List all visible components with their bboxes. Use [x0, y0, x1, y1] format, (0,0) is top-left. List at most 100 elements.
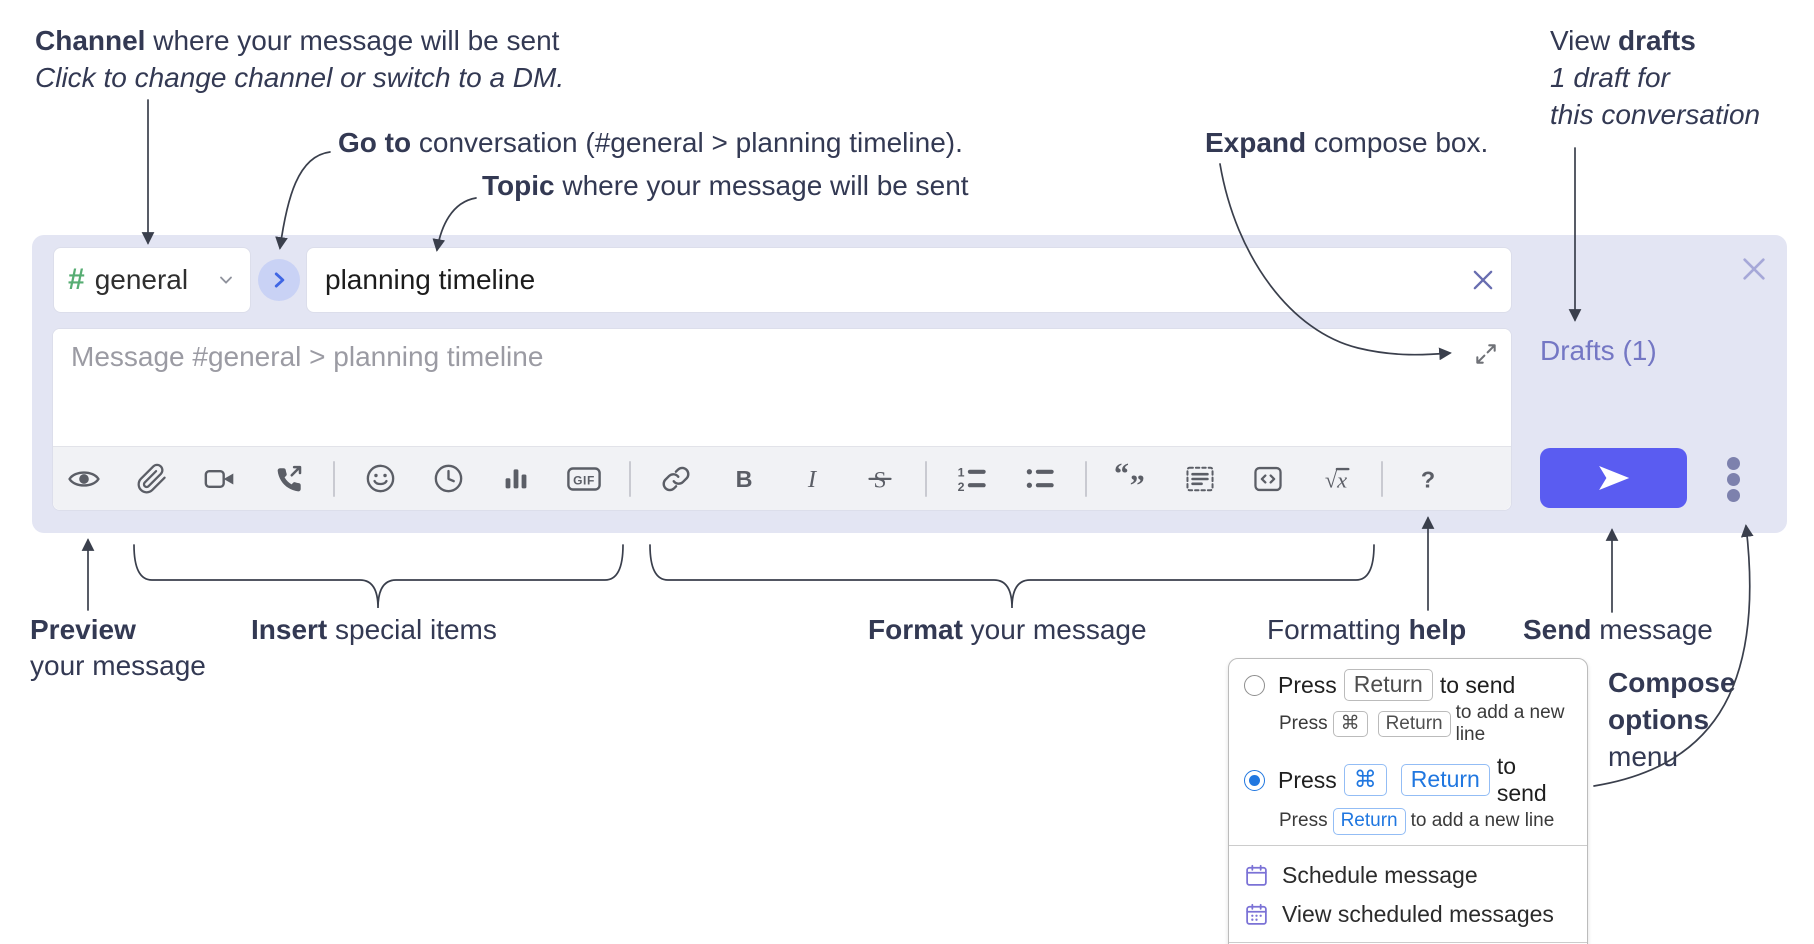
annotation-view-drafts: View drafts 1 draft for this conversatio… — [1550, 25, 1761, 130]
radio-unselected-icon[interactable] — [1244, 674, 1265, 696]
message-input[interactable] — [53, 329, 1511, 445]
poll-button[interactable] — [493, 456, 539, 502]
compose-toolbar: GIF B I — [53, 446, 1511, 510]
ellipsis-dot — [1726, 488, 1740, 502]
topic-input[interactable] — [307, 248, 1511, 312]
compose-options-button[interactable] — [1710, 451, 1756, 507]
math-icon: √x — [1325, 467, 1350, 492]
svg-text:”: ” — [1130, 468, 1145, 496]
menu-divider — [1229, 941, 1587, 943]
link-icon — [662, 466, 690, 491]
message-box: GIF B I — [52, 328, 1512, 511]
channel-name: general — [94, 264, 189, 295]
numbered-list-button[interactable]: 1 2 — [949, 456, 995, 502]
label-compose-options: Compose options menu — [1608, 667, 1736, 772]
spoiler-icon — [1186, 466, 1214, 491]
kbd-return: Return — [1332, 808, 1406, 835]
math-button[interactable]: √x — [1313, 456, 1359, 502]
send-shortcut-options: Press Return to send Press ⌘ Return to a… — [1229, 659, 1587, 845]
numbered-list-icon: 1 2 — [957, 465, 986, 494]
preview-message-button[interactable] — [61, 456, 107, 502]
svg-text:B: B — [736, 465, 753, 491]
clock-icon — [434, 464, 462, 493]
menu-item-schedule-message[interactable]: Schedule message — [1244, 856, 1572, 895]
paper-plane-icon — [1598, 465, 1629, 491]
strikethrough-button[interactable]: S — [857, 456, 903, 502]
compose-box: # general — [32, 235, 1787, 533]
menu-item-view-scheduled[interactable]: View scheduled messages — [1244, 895, 1572, 934]
chevron-down-icon — [216, 270, 236, 290]
option-return-to-send[interactable]: Press Return to send — [1244, 669, 1572, 701]
code-icon — [1254, 466, 1282, 491]
toolbar-separator — [1085, 460, 1087, 497]
option-cmd-return-to-send[interactable]: Press ⌘ Return to send — [1244, 753, 1572, 807]
bold-button[interactable]: B — [721, 456, 767, 502]
kbd-return: Return — [1400, 764, 1490, 796]
label-insert: Insert special items — [251, 614, 497, 645]
time-button[interactable] — [425, 456, 471, 502]
schedule-section: Schedule message View scheduled messages — [1229, 846, 1587, 942]
kbd-cmd: ⌘ — [1343, 764, 1387, 796]
eye-icon — [68, 470, 100, 487]
italic-icon: I — [807, 465, 818, 492]
emoji-button[interactable] — [357, 456, 403, 502]
video-camera-icon — [204, 469, 234, 488]
label-formatting-help: Formatting help — [1267, 614, 1467, 645]
strikethrough-icon: S — [868, 467, 892, 493]
svg-text:I: I — [807, 465, 818, 492]
svg-text:2: 2 — [957, 480, 964, 494]
gif-button[interactable]: GIF — [561, 456, 607, 502]
spoiler-button[interactable] — [1177, 456, 1223, 502]
send-button[interactable] — [1540, 448, 1687, 508]
compose-options-menu: Press Return to send Press ⌘ Return to a… — [1228, 658, 1588, 944]
annotation-expand: Expand compose box. — [1205, 127, 1489, 158]
toolbar-separator — [333, 460, 335, 497]
kbd-return: Return — [1343, 669, 1433, 701]
channel-selector[interactable]: # general — [53, 247, 251, 313]
formatting-help-button[interactable]: ? — [1405, 456, 1451, 502]
close-compose-button[interactable] — [1736, 251, 1772, 287]
paperclip-icon — [137, 463, 166, 493]
toolbar-separator — [629, 460, 631, 497]
label-send: Send message — [1523, 614, 1713, 645]
drafts-link[interactable]: Drafts (1) — [1540, 335, 1657, 366]
go-to-conversation-button[interactable] — [258, 259, 300, 301]
close-icon — [1473, 270, 1493, 290]
gif-icon: GIF — [567, 466, 601, 491]
expand-compose-button[interactable] — [1471, 339, 1501, 369]
attach-file-button[interactable] — [129, 456, 175, 502]
link-button[interactable] — [653, 456, 699, 502]
brace-insert-items — [133, 544, 624, 609]
svg-text:?: ? — [1421, 466, 1435, 492]
toolbar-separator — [925, 460, 927, 497]
svg-text:GIF: GIF — [573, 473, 595, 487]
label-format: Format your message — [868, 614, 1147, 645]
bulleted-list-button[interactable] — [1017, 456, 1063, 502]
video-call-button[interactable] — [197, 456, 243, 502]
expand-icon — [1476, 344, 1496, 364]
question-mark-icon: ? — [1421, 466, 1435, 492]
quote-button[interactable]: “ ” — [1109, 456, 1155, 502]
bold-icon: B — [736, 465, 753, 491]
radio-selected-icon[interactable] — [1244, 769, 1265, 791]
chevron-right-icon — [274, 272, 285, 288]
quote-icon: “ ” — [1114, 461, 1145, 497]
toolbar-separator — [1381, 460, 1383, 497]
ellipsis-dot — [1726, 472, 1740, 486]
annotation-channel: Channel where your message will be sent … — [35, 25, 565, 93]
italic-button[interactable]: I — [789, 456, 835, 502]
svg-text:√x: √x — [1325, 467, 1347, 492]
kbd-cmd: ⌘ — [1332, 710, 1368, 738]
svg-text:S: S — [874, 467, 887, 493]
voice-call-button[interactable] — [265, 456, 311, 502]
kbd-return: Return — [1377, 710, 1451, 738]
phone-outgoing-icon — [277, 465, 302, 491]
svg-text:“: “ — [1114, 461, 1129, 491]
close-icon — [1743, 258, 1765, 280]
clear-topic-button[interactable] — [1467, 264, 1499, 296]
code-button[interactable] — [1245, 456, 1291, 502]
ellipsis-dot — [1726, 456, 1740, 470]
option-return-sub: Press ⌘ Return to add a new line — [1279, 702, 1565, 745]
calendar-icon — [1246, 864, 1267, 886]
